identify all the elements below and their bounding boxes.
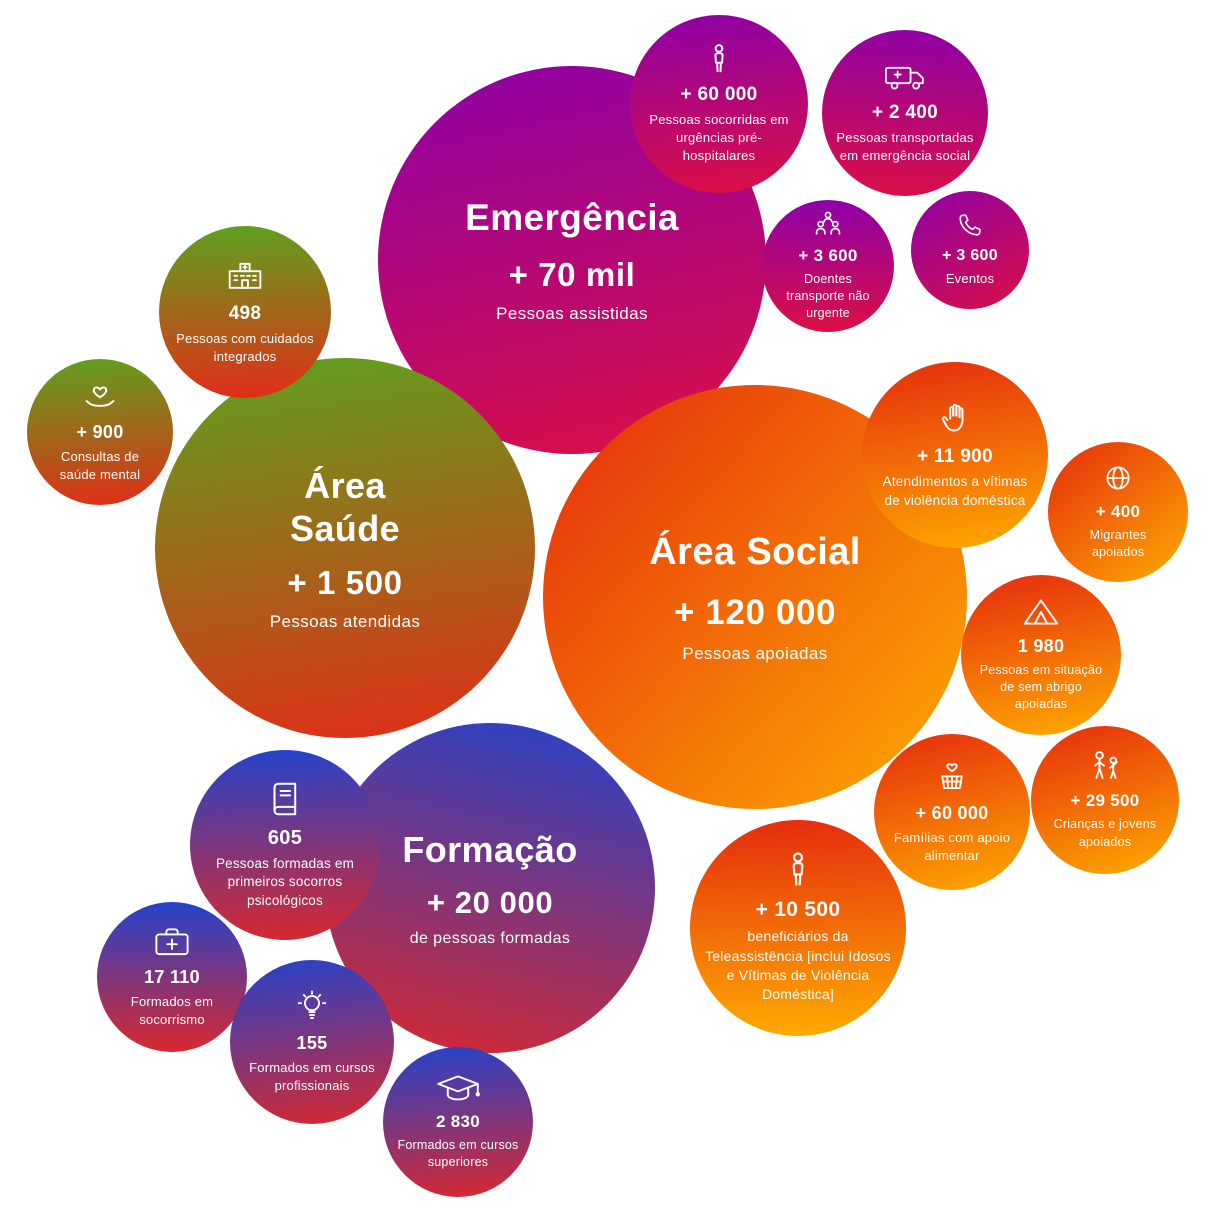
bubble-consultas-saude-mental: + 900 Consultas de saúde mental <box>27 359 173 505</box>
stat-label: Eventos <box>945 271 995 287</box>
stat-label: Pessoas transportadas em emergência soci… <box>836 130 974 163</box>
group-title-formacao: Formação <box>402 829 578 871</box>
heart-box-icon <box>941 762 963 789</box>
stat-label: Crianças e jovens apoiados <box>1053 817 1157 849</box>
group-title-social: Área Social <box>649 530 861 573</box>
group-value-formacao: + 20 000 <box>426 884 554 920</box>
bubble-eventos: + 3 600 Eventos <box>911 191 1029 309</box>
bubble-formados-socorrismo: 17 110 Formados em socorrismo <box>97 902 247 1052</box>
bubble-socorros-psicologicos: 605 Pessoas formadas em primeiros socorr… <box>190 750 380 940</box>
stat-value: + 3 600 <box>942 247 998 265</box>
group-value-emergencia: + 70 mil <box>508 256 636 294</box>
ambulance-icon <box>885 66 924 90</box>
group-title-emergencia: Emergência <box>465 196 679 238</box>
stat-value: + 29 500 <box>1070 791 1140 811</box>
stat-label: beneficiários da Teleassistência [inclui… <box>705 928 891 1003</box>
bubble-formacao: Formação + 20 000 de pessoas formadas <box>325 723 655 1053</box>
bubble-area-saude: Área Saúde + 1 500 Pessoas atendidas <box>155 358 535 738</box>
bubble-cursos-superiores: 2 830 Formados em cursos superiores <box>383 1047 533 1197</box>
stat-label: Pessoas socorridas em urgências pré-hosp… <box>649 112 789 163</box>
stat-value: 155 <box>296 1033 328 1054</box>
stat-label: Formados em cursos superiores <box>397 1137 519 1169</box>
stat-label: Atendimentos a vítimas de violência domé… <box>882 473 1028 508</box>
stat-value: + 3 600 <box>798 245 858 265</box>
tent-icon <box>1023 599 1059 625</box>
stat-value: 1 980 <box>1017 635 1065 656</box>
bubble-pessoas-socorridas: + 60 000 Pessoas socorridas em urgências… <box>630 15 808 193</box>
group-value-saude: + 1 500 <box>287 564 403 602</box>
children-icon <box>1094 751 1118 780</box>
hand-heart-icon <box>85 386 115 407</box>
people-group-icon <box>815 211 841 235</box>
stat-value: + 60 000 <box>915 802 989 823</box>
bubble-doentes-transporte: + 3 600 Doentes transporte não urgente <box>762 200 894 332</box>
stat-value: 2 830 <box>435 1111 481 1131</box>
stat-value: 17 110 <box>144 967 200 988</box>
stat-value: 605 <box>267 826 303 849</box>
stat-value: + 900 <box>76 422 124 443</box>
raised-hand-icon <box>941 403 964 432</box>
group-subtitle-emergencia: Pessoas assistidas <box>496 304 648 324</box>
group-title-saude: Área Saúde <box>289 464 401 549</box>
stat-value: + 60 000 <box>680 84 758 106</box>
bubble-vitimas-violencia-domestica: + 11 900 Atendimentos a vítimas de violê… <box>862 362 1048 548</box>
stat-label: Pessoas com cuidados integrados <box>176 330 314 364</box>
group-subtitle-saude: Pessoas atendidas <box>269 612 421 632</box>
person-icon <box>714 44 724 73</box>
bubble-familias-apoio-alimentar: + 60 000 Famílias com apoio alimentar <box>874 734 1030 890</box>
stat-value: + 2 400 <box>871 102 939 124</box>
group-subtitle-social: Pessoas apoiadas <box>682 644 828 664</box>
person-icon <box>792 852 804 887</box>
globe-icon <box>1106 466 1130 490</box>
stat-label: Migrantes apoiados <box>1089 527 1147 559</box>
stat-label: Consultas de saúde mental <box>59 449 141 482</box>
hospital-icon <box>228 262 262 289</box>
stat-label: Pessoas em situação de sem abrigo apoiad… <box>979 662 1103 712</box>
stat-value: + 11 900 <box>917 445 993 467</box>
stat-value: + 400 <box>1095 501 1141 521</box>
bubble-teleassistencia: + 10 500 beneficiários da Teleassistênci… <box>690 820 906 1036</box>
stat-label: Doentes transporte não urgente <box>786 271 870 321</box>
stat-value: 498 <box>228 302 262 324</box>
first-aid-kit-icon <box>155 928 189 956</box>
group-subtitle-formacao: de pessoas formadas <box>409 929 571 947</box>
stat-label: Famílias com apoio alimentar <box>893 829 1011 863</box>
stat-label: Formados em socorrismo <box>130 994 214 1027</box>
bubble-pessoas-transportadas: + 2 400 Pessoas transportadas em emergên… <box>822 30 988 196</box>
bubble-sem-abrigo: 1 980 Pessoas em situação de sem abrigo … <box>961 575 1121 735</box>
bubble-cuidados-integrados: 498 Pessoas com cuidados integrados <box>159 226 331 398</box>
graduation-cap-icon <box>437 1075 480 1101</box>
group-value-social: + 120 000 <box>673 593 837 633</box>
stat-value: + 10 500 <box>755 898 841 922</box>
bubble-migrantes-apoiados: + 400 Migrantes apoiados <box>1048 442 1188 582</box>
book-icon <box>273 782 297 815</box>
stat-label: Pessoas formadas em primeiros socorros p… <box>215 855 355 908</box>
lightbulb-icon <box>297 990 327 1019</box>
stat-label: Formados em cursos profissionais <box>249 1060 375 1093</box>
phone-icon <box>959 214 981 236</box>
bubble-cursos-profissionais: 155 Formados em cursos profissionais <box>230 960 394 1124</box>
bubble-criancas-jovens: + 29 500 Crianças e jovens apoiados <box>1031 726 1179 874</box>
